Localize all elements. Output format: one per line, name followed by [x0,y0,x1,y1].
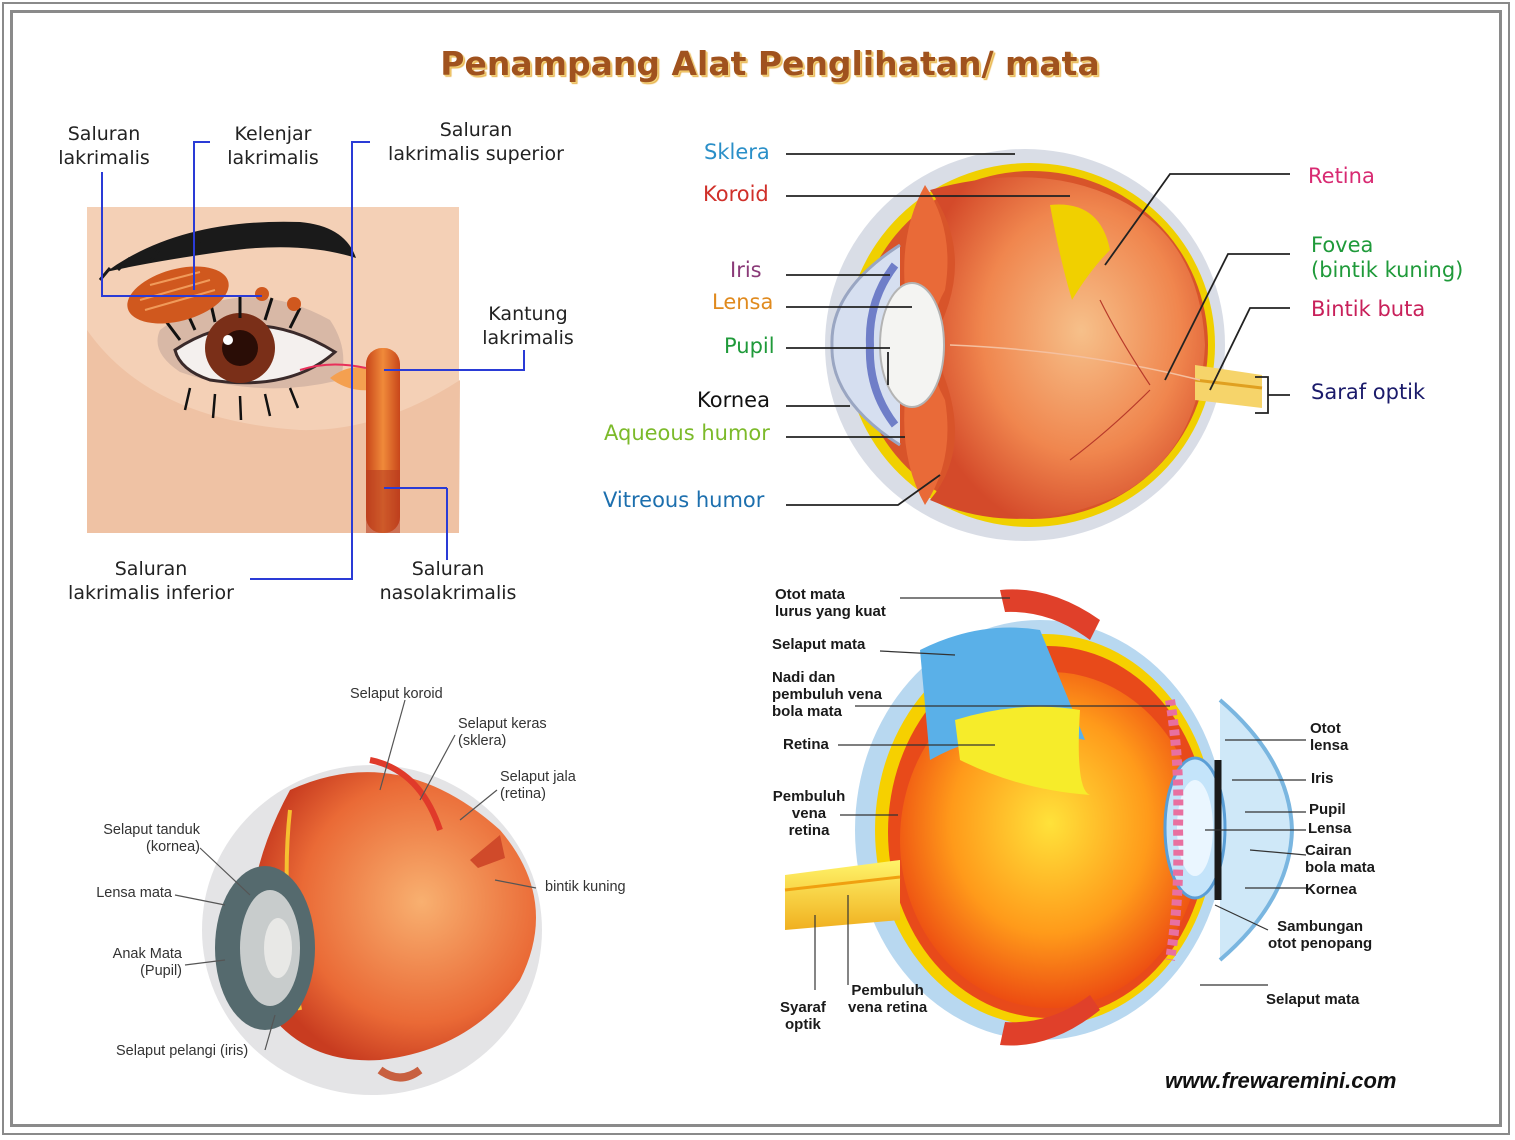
label-kelenjar-lakrimalis: Kelenjar lakrimalis [212,122,334,170]
label-line: Selaput jala [500,769,576,785]
label-line: lakrimalis [482,327,574,349]
label-line: Anak Mata [112,946,182,962]
label-line: Otot [1310,720,1341,737]
label-line: Selaput tanduk [103,822,200,838]
label-retina: Retina [1308,164,1375,188]
label-bintik-kuning: bintik kuning [545,879,626,895]
page-title: Penampang Alat Penglihatan/ mata [440,44,1100,83]
label-vitreous-humor: Vitreous humor [603,488,765,512]
label-sambungan-otot-penopang: Sambungan otot penopang [1268,918,1372,952]
label-line: Saluran [411,558,485,580]
label-pupil-detailed: Pupil [1309,801,1346,818]
label-cairan-bola-mata: Cairan bola mata [1305,842,1375,876]
label-line: retina [788,822,830,839]
label-iris: Iris [730,258,762,282]
label-line: lakrimalis superior [388,143,564,165]
label-line: bola mata [1305,859,1376,876]
inner-frame [10,10,1502,1127]
label-selaput-koroid: Selaput koroid [350,686,443,702]
label-line: Pembuluh [772,788,846,805]
lacrimal-leader-lines [101,141,525,580]
label-line: bola mata [772,703,843,720]
label-saluran-nasolakrimalis: Saluran nasolakrimalis [368,557,528,605]
label-line: Cairan [1305,842,1352,859]
label-selaput-jala: Selaput jala (retina) [500,769,576,803]
label-line: Selaput keras [458,716,547,732]
label-line: (retina) [500,786,546,802]
label-retina-detailed: Retina [783,736,829,753]
label-line: Saluran [439,119,513,141]
label-line: optik [785,1016,821,1033]
label-line: lakrimalis [58,147,150,169]
eye-detailed-leader-lines [814,597,1307,990]
label-sklera: Sklera [704,140,770,164]
label-anak-mata: Anak Mata (Pupil) [100,946,182,980]
label-line: Pembuluh [851,982,924,999]
label-line: lakrimalis [227,147,319,169]
eye-cross-section-illustration [825,149,1263,541]
label-line: lakrimalis inferior [68,582,234,604]
label-line: Kelenjar [234,123,312,145]
label-pembuluh-vena-retina-bottom: Pembuluh vena retina [848,982,927,1016]
label-selaput-keras: Selaput keras (sklera) [458,716,547,750]
label-iris-detailed: Iris [1311,770,1334,787]
label-pupil: Pupil [724,334,775,358]
label-line: Saluran [67,123,141,145]
label-selaput-pelangi: Selaput pelangi (iris) [116,1043,249,1059]
label-line: Sambungan [1277,918,1363,935]
label-line: Fovea [1311,233,1374,257]
label-line: Otot mata [775,586,846,603]
label-fovea: Fovea (bintik kuning) [1311,233,1463,283]
label-selaput-mata-bottom: Selaput mata [1266,991,1360,1008]
label-lensa-mata: Lensa mata [96,885,172,901]
label-line: lurus yang kuat [775,603,886,620]
lacrimal-illustration [87,207,460,533]
label-lensa-detailed: Lensa [1308,820,1352,837]
label-line: (bintik kuning) [1311,258,1464,282]
label-otot-mata: Otot mata lurus yang kuat [775,586,886,620]
label-syaraf-optik: Syaraf optik [780,999,826,1033]
label-nadi-pembuluh-vena: Nadi dan pembuluh vena bola mata [772,669,882,720]
label-line: (Pupil) [140,963,182,979]
label-line: Kantung [488,303,568,325]
eye-3d-illustration [202,757,542,1095]
website-url: www.frewaremini.com [1165,1068,1397,1093]
label-pembuluh-vena-retina-left: Pembuluh vena retina [768,788,850,839]
label-kornea: Kornea [697,388,770,412]
label-selaput-mata-top: Selaput mata [772,636,866,653]
label-line: pembuluh vena [772,686,883,703]
label-line: vena [791,805,827,822]
label-line: Nadi dan [772,669,836,686]
label-line: (sklera) [458,733,507,749]
label-line: Syaraf [780,999,826,1016]
eye-3d-leader-lines [174,699,537,1051]
label-kornea-detailed: Kornea [1305,881,1357,898]
label-bintik-buta: Bintik buta [1311,297,1426,321]
label-saluran-lakrimalis: Saluran lakrimalis [52,122,156,170]
cross-section-leader-lines [786,153,1290,506]
label-aqueous-humor: Aqueous humor [604,421,770,445]
eye-detailed-illustration [784,589,1295,1046]
label-koroid: Koroid [703,182,769,206]
label-line: (kornea) [146,839,200,855]
label-line: Saluran [114,558,188,580]
label-saraf-optik: Saraf optik [1311,380,1426,404]
label-selaput-tanduk: Selaput tanduk (kornea) [86,822,200,856]
label-saluran-lakrimalis-inferior: Saluran lakrimalis inferior [56,557,246,605]
label-line: otot penopang [1268,935,1373,952]
label-line: lensa [1310,737,1349,754]
label-line: nasolakrimalis [379,582,517,604]
label-line: vena retina [848,999,928,1016]
label-otot-lensa: Otot lensa [1310,720,1348,754]
label-lensa: Lensa [712,290,774,314]
label-saluran-lakrimalis-superior: Saluran lakrimalis superior [376,118,576,166]
label-kantung-lakrimalis: Kantung lakrimalis [472,302,584,350]
